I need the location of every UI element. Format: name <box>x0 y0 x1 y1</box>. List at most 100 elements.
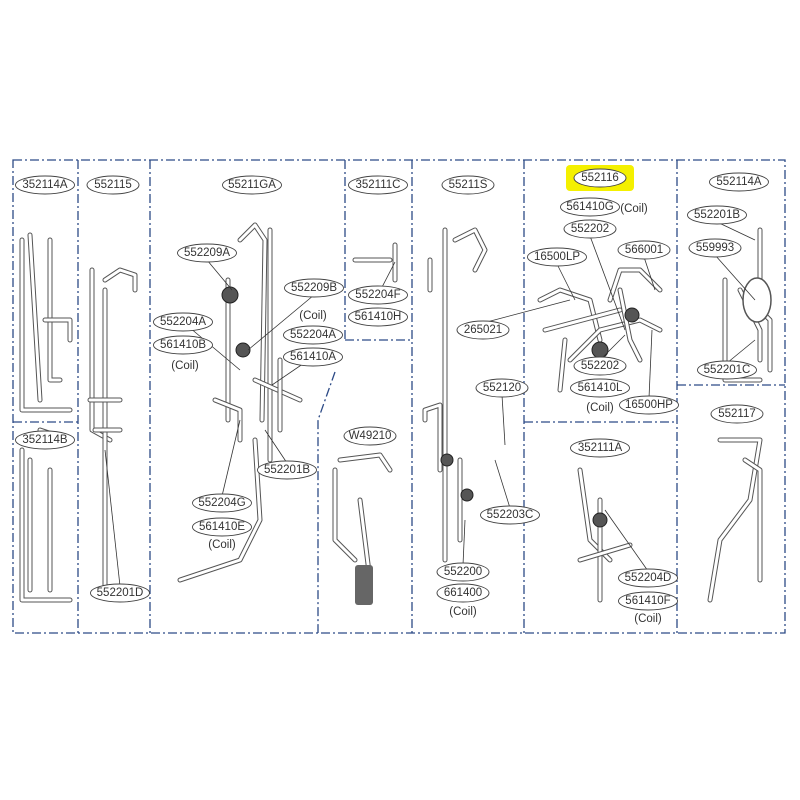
part-number-text: W49210 <box>349 430 392 442</box>
part-label-552201B-a[interactable]: 552201B <box>687 205 747 225</box>
part-label-552209A[interactable]: 552209A <box>177 243 237 263</box>
part-number-text: 561410L <box>578 382 623 394</box>
leader-lines <box>104 221 756 587</box>
part-number-text: 561410H <box>355 311 402 323</box>
pipe-segment-inner <box>20 448 72 602</box>
label-oval <box>480 505 540 525</box>
part-label-552204G[interactable]: 552204G <box>192 493 252 513</box>
part-label-265021[interactable]: 265021 <box>456 320 510 340</box>
coil-component <box>440 453 454 467</box>
leader-line <box>264 429 288 464</box>
part-label-552200[interactable]: 552200 <box>436 562 490 582</box>
part-label-352114A[interactable]: 352114A <box>15 175 75 195</box>
part-label-561410B[interactable]: 561410B <box>153 335 213 355</box>
part-label-coil-f: (Coil) <box>634 613 662 625</box>
label-oval <box>697 360 757 380</box>
part-label-552201C[interactable]: 552201C <box>697 360 757 380</box>
valve-component <box>624 307 640 323</box>
part-label-552114A[interactable]: 552114A <box>709 172 769 192</box>
label-oval <box>192 517 252 537</box>
part-label-561410H[interactable]: 561410H <box>348 307 408 327</box>
leader-line <box>221 419 241 497</box>
part-number-text: 552204D <box>625 572 672 584</box>
label-oval <box>284 278 344 298</box>
part-number-text: 561410B <box>160 339 206 351</box>
pipe-segment-inner <box>48 238 62 382</box>
part-label-552201B-b[interactable]: 552201B <box>257 460 317 480</box>
part-label-552209B[interactable]: 552209B <box>284 278 344 298</box>
label-oval <box>15 430 75 450</box>
label-oval <box>475 378 529 398</box>
label-oval <box>570 378 630 398</box>
pipe-segment-inner <box>558 338 567 392</box>
label-oval <box>617 240 671 260</box>
part-label-561410F[interactable]: 561410F <box>618 591 678 611</box>
part-label-552116[interactable]: 552116 <box>566 165 634 191</box>
part-label-552115[interactable]: 552115 <box>86 175 140 195</box>
pipe-segment-inner <box>543 308 622 332</box>
part-number-text: 552209B <box>291 282 337 294</box>
part-label-552204A-a[interactable]: 552204A <box>153 312 213 332</box>
part-label-552117[interactable]: 552117 <box>710 404 764 424</box>
part-number-text: 552204A <box>290 329 336 341</box>
part-number-text: 552117 <box>718 408 756 420</box>
part-label-352114B[interactable]: 352114B <box>15 430 75 450</box>
label-oval <box>710 404 764 424</box>
part-label-552202-a[interactable]: 552202 <box>563 219 617 239</box>
part-label-661400[interactable]: 661400 <box>436 583 490 603</box>
part-label-561410G[interactable]: 561410G <box>560 197 620 217</box>
label-oval <box>436 583 490 603</box>
part-label-561410L[interactable]: 561410L <box>570 378 630 398</box>
label-oval <box>153 312 213 332</box>
label-oval <box>90 583 150 603</box>
pipe-segment-inner <box>538 288 602 342</box>
pipe-segment-inner <box>618 288 642 362</box>
label-oval <box>257 460 317 480</box>
leader-line <box>648 329 653 399</box>
part-label-352111C[interactable]: 352111C <box>348 175 408 195</box>
part-number-text: 552204G <box>198 497 245 509</box>
pipe-segment <box>537 287 603 343</box>
part-label-552201D[interactable]: 552201D <box>90 583 150 603</box>
part-number-text: 552201B <box>264 464 310 476</box>
part-number-text: 352114A <box>22 179 68 191</box>
part-label-552204A-b[interactable]: 552204A <box>283 325 343 345</box>
pipe-segment-inner <box>333 468 357 562</box>
pipe-segment-inner <box>238 223 267 422</box>
part-label-552202-b[interactable]: 552202 <box>573 356 627 376</box>
part-number-text: 55211GA <box>228 179 276 191</box>
pipe-segment-inner <box>723 278 762 382</box>
part-label-coil-l: (Coil) <box>586 402 614 414</box>
label-oval <box>619 395 679 415</box>
part-number-text: 16500HP <box>625 399 673 411</box>
part-label-561410E[interactable]: 561410E <box>192 517 252 537</box>
label-oval <box>687 205 747 225</box>
part-number-text: 552204A <box>160 316 206 328</box>
part-label-352111A[interactable]: 352111A <box>570 438 630 458</box>
pipe-segment <box>19 237 73 413</box>
part-label-552120[interactable]: 552120 <box>475 378 529 398</box>
label-oval <box>86 175 140 195</box>
part-label-16500LP[interactable]: 16500LP <box>527 247 587 267</box>
part-number-text: 552201D <box>97 587 144 599</box>
part-label-55211S[interactable]: 55211S <box>441 175 495 195</box>
part-label-552204D[interactable]: 552204D <box>618 568 678 588</box>
part-number-text: 552200 <box>444 566 482 578</box>
part-label-55211GA[interactable]: 55211GA <box>222 175 282 195</box>
part-label-W49210[interactable]: W49210 <box>343 426 397 446</box>
part-number-text: 561410G <box>566 201 613 213</box>
part-label-559993[interactable]: 559993 <box>688 238 742 258</box>
section-borders <box>12 159 786 634</box>
leader-line <box>726 339 756 364</box>
leader-line <box>104 449 121 587</box>
part-number-text: 552120 <box>483 382 521 394</box>
part-label-552203C[interactable]: 552203C <box>480 505 540 525</box>
part-label-561410A[interactable]: 561410A <box>283 347 343 367</box>
part-label-566001[interactable]: 566001 <box>617 240 671 260</box>
part-label-16500HP[interactable]: 16500HP <box>619 395 679 415</box>
label-oval <box>441 175 495 195</box>
pipe-segment <box>332 467 358 563</box>
part-label-552204F[interactable]: 552204F <box>348 285 408 305</box>
leader-line <box>462 519 466 566</box>
